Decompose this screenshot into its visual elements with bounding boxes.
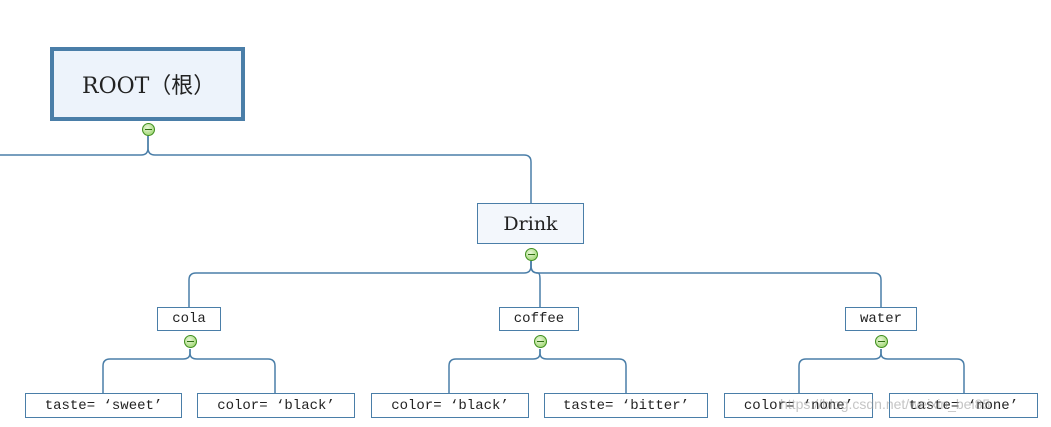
leaf-node-cola-color[interactable]: color= ‘black’: [197, 393, 355, 418]
minus-circle-icon[interactable]: [875, 335, 888, 348]
leaf-label: color= ‘black’: [391, 397, 509, 414]
connector-root-drink: [147, 136, 532, 203]
leaf-label: taste= ‘sweet’: [44, 397, 163, 414]
category-node-cola[interactable]: cola: [157, 307, 221, 331]
category-node-coffee[interactable]: coffee: [499, 307, 579, 331]
minus-circle-icon[interactable]: [534, 335, 547, 348]
minus-circle-icon[interactable]: [525, 248, 538, 261]
root-node[interactable]: ROOT（根）: [50, 47, 245, 121]
leaf-node-coffee-color[interactable]: color= ‘black’: [371, 393, 529, 418]
connector-drink-water: [530, 261, 882, 307]
leaf-node-coffee-taste[interactable]: taste= ‘bitter’: [544, 393, 708, 418]
leaf-node-cola-taste[interactable]: taste= ‘sweet’: [25, 393, 182, 418]
leaf-node-water-color[interactable]: color= ‘none’: [724, 393, 873, 418]
connector-cola-taste: [102, 349, 191, 393]
minus-circle-icon[interactable]: [142, 123, 155, 136]
connector-cola-color: [189, 349, 276, 393]
leaf-label: taste= ‘bitter’: [562, 397, 690, 414]
leaf-label: taste= ‘none’: [908, 397, 1019, 414]
connector-drink-coffee: [530, 261, 541, 307]
root-node-label: ROOT（根）: [82, 74, 216, 99]
category-label: cola: [172, 311, 206, 327]
drink-node-label: Drink: [503, 212, 558, 235]
leaf-node-water-taste[interactable]: taste= ‘none’: [889, 393, 1038, 418]
connector-water-color: [798, 349, 882, 393]
leaf-label: color= ‘none’: [743, 397, 854, 414]
connector-drink-cola: [188, 261, 532, 307]
connector-root-left: [0, 136, 149, 156]
connector-water-taste: [880, 349, 965, 393]
connector-coffee-taste: [539, 349, 627, 393]
minus-circle-icon[interactable]: [184, 335, 197, 348]
category-node-water[interactable]: water: [845, 307, 917, 331]
connector-coffee-color: [448, 349, 541, 393]
leaf-label: color= ‘black’: [217, 397, 335, 414]
category-label: coffee: [513, 311, 565, 327]
drink-node[interactable]: Drink: [477, 203, 584, 244]
category-label: water: [859, 311, 902, 327]
